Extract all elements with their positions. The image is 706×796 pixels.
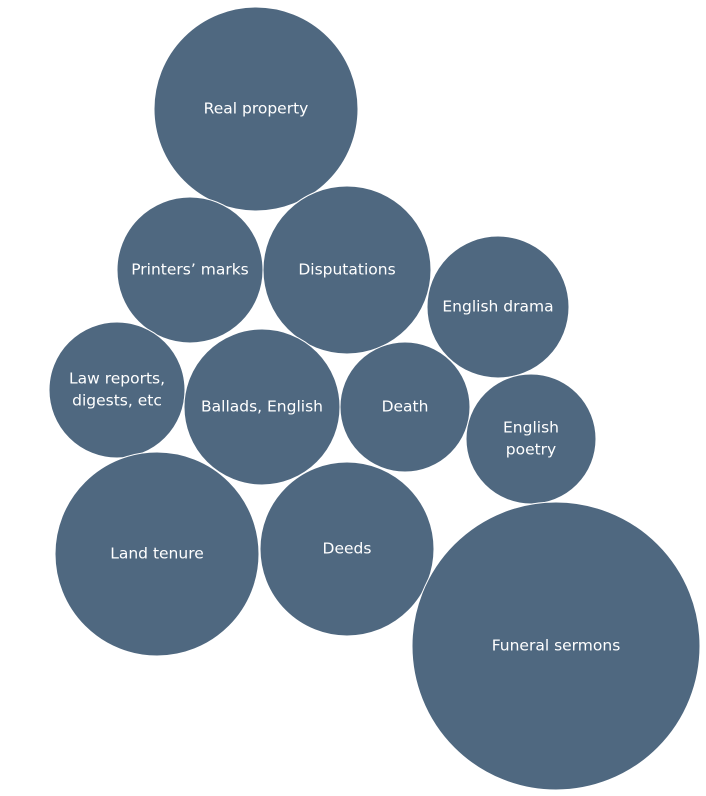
bubble-law-reports-digests-etc: Law reports, digests, etc: [48, 321, 186, 459]
bubble-label-law-reports-digests-etc: digests, etc: [72, 392, 162, 410]
bubble-label-land-tenure: Land tenure: [110, 545, 204, 563]
bubble-circle-funeral-sermons: [411, 501, 701, 791]
bubble-label-english-drama: English drama: [442, 298, 553, 316]
bubble-circle-real-property: [153, 6, 359, 212]
bubble-label-funeral-sermons: Funeral sermons: [492, 637, 621, 655]
bubble-circle-land-tenure: [54, 451, 260, 657]
bubble-english-drama: English drama: [426, 235, 570, 379]
bubble-death: Death: [339, 341, 471, 473]
bubble-label-printers-marks: Printers’ marks: [131, 261, 249, 279]
bubble-label-law-reports-digests-etc: Law reports,: [69, 370, 165, 388]
bubble-disputations: Disputations: [262, 185, 432, 355]
bubble-label-death: Death: [382, 398, 429, 416]
bubble-label-deeds: Deeds: [323, 540, 372, 558]
bubble-english-poetry: English poetry: [465, 373, 597, 505]
bubble-circle-english-poetry: [465, 373, 597, 505]
bubble-circle-law-reports-digests-etc: [48, 321, 186, 459]
bubble-ballads-english: Ballads, English: [183, 328, 341, 486]
bubble-real-property: Real property: [153, 6, 359, 212]
bubble-circle-death: [339, 341, 471, 473]
bubble-label-english-poetry: English: [503, 419, 559, 437]
bubble-funeral-sermons: Funeral sermons: [411, 501, 701, 791]
bubble-printers-marks: Printers’ marks: [116, 196, 264, 344]
bubble-land-tenure: Land tenure: [54, 451, 260, 657]
bubble-label-english-poetry: poetry: [506, 441, 556, 459]
bubble-circle-english-drama: [426, 235, 570, 379]
bubble-label-ballads-english: Ballads, English: [201, 398, 323, 416]
bubble-label-disputations: Disputations: [298, 261, 395, 279]
bubble-circle-disputations: [262, 185, 432, 355]
bubble-label-real-property: Real property: [204, 100, 309, 118]
bubble-deeds: Deeds: [259, 461, 435, 637]
bubble-circle-deeds: [259, 461, 435, 637]
